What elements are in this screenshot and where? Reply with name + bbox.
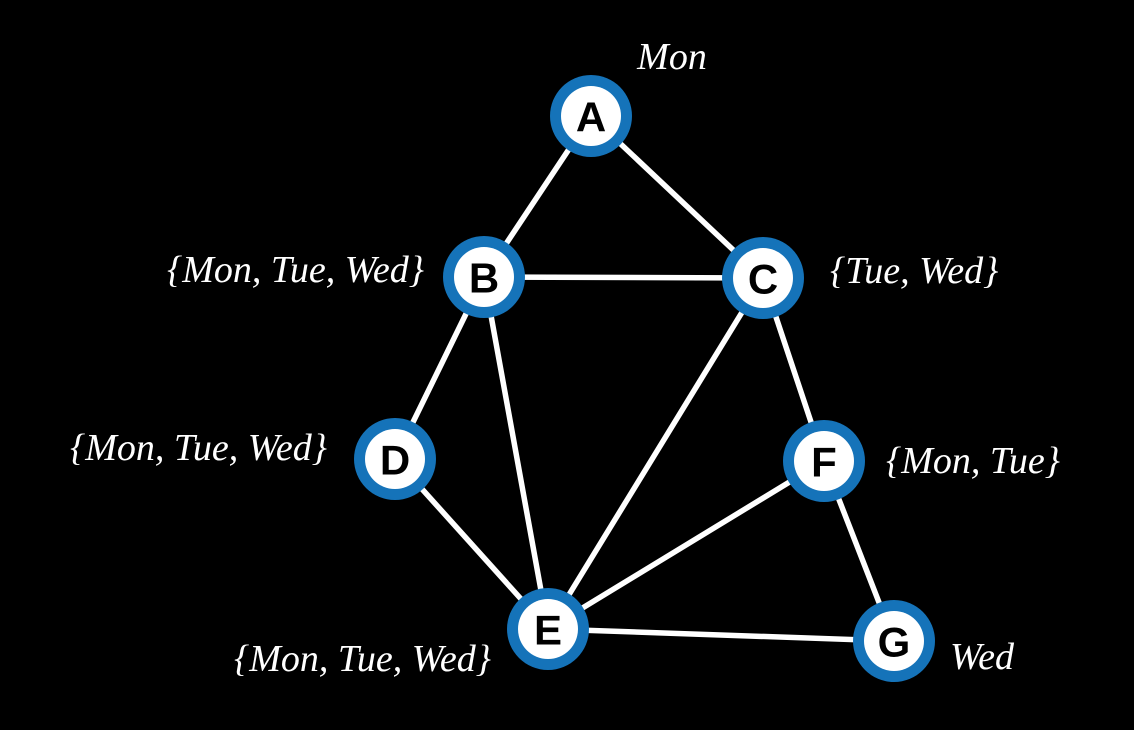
node-F-fill [794, 431, 854, 491]
node-A-letter: A [576, 94, 606, 141]
node-G-letter: G [878, 619, 911, 666]
node-A-fill [561, 86, 621, 146]
nodes-layer: A B C D E F G [354, 75, 935, 682]
domain-label-A: Mon [636, 36, 707, 78]
node-C: C [722, 237, 804, 319]
node-E-fill [518, 599, 578, 659]
node-B: B [443, 236, 525, 318]
node-G-fill [864, 611, 924, 671]
node-B-fill [454, 247, 514, 307]
labels-layer: Mon {Mon, Tue, Wed} {Tue, Wed} {Mon, Tue, W… [70, 36, 1060, 680]
node-A: A [550, 75, 632, 157]
domain-label-D: {Mon, Tue, Wed} [70, 427, 327, 469]
node-F: F [783, 420, 865, 502]
node-E: E [507, 588, 589, 670]
edge-B-C [481, 274, 766, 281]
edges-layer [392, 113, 897, 644]
edge-E-F [545, 458, 827, 632]
edge-E-G [545, 626, 897, 644]
node-E-letter: E [534, 607, 562, 654]
domain-label-B: {Mon, Tue, Wed} [167, 249, 424, 291]
node-D-letter: D [380, 437, 410, 484]
node-F-letter: F [811, 439, 837, 486]
node-G: G [853, 600, 935, 682]
domain-label-E: {Mon, Tue, Wed} [234, 638, 491, 680]
node-D-fill [365, 429, 425, 489]
edge-B-E [481, 274, 551, 632]
node-B-letter: B [469, 255, 499, 302]
node-C-fill [733, 248, 793, 308]
domain-label-C: {Tue, Wed} [830, 250, 998, 292]
node-C-letter: C [748, 256, 778, 303]
node-D: D [354, 418, 436, 500]
edge-C-E [545, 275, 766, 632]
domain-label-G: Wed [950, 636, 1015, 678]
domain-label-F: {Mon, Tue} [886, 440, 1060, 482]
